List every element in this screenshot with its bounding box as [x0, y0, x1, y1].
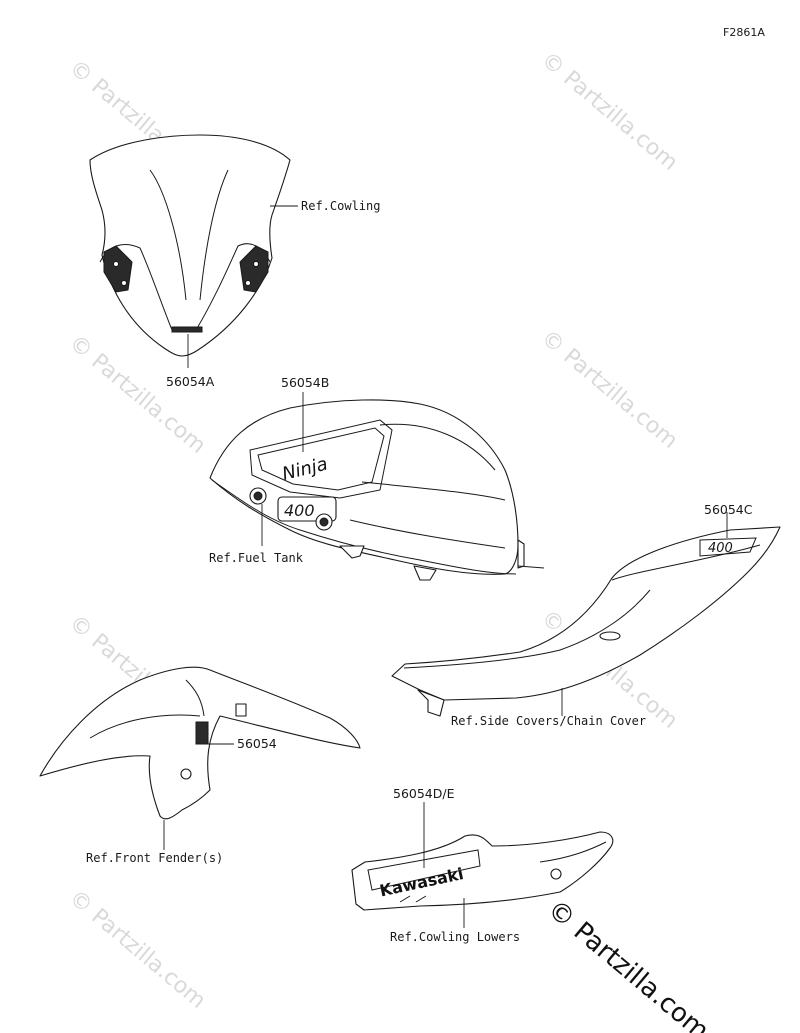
tail-logo-text: 400	[708, 541, 733, 556]
callout-ref-front-fender: Ref.Front Fender(s)	[86, 851, 223, 865]
callout-ref-fuel-tank: Ref.Fuel Tank	[209, 551, 304, 565]
tank-number-text: 400	[284, 501, 315, 520]
tail-cover-drawing: 400	[391, 526, 781, 717]
callout-ref-side-covers: Ref.Side Covers/Chain Cover	[451, 714, 646, 728]
callout-56054c: 56054C	[704, 502, 753, 517]
callout-56054de: 56054D/E	[393, 786, 455, 801]
watermark-4: © Partzilla.com	[536, 325, 682, 453]
callout-ref-cowling-lowers: Ref.Cowling Lowers	[390, 930, 520, 944]
brand-watermark: © Partzilla.com	[542, 894, 715, 1033]
cowling-lower-drawing: Kawasaki	[351, 831, 614, 911]
windscreen-drawing	[89, 134, 291, 357]
callout-56054: 56054	[237, 736, 277, 751]
callout-56054a: 56054A	[166, 374, 215, 389]
callout-56054b: 56054B	[281, 375, 329, 390]
front-fender-drawing	[39, 666, 361, 820]
figure-code: F2861A	[723, 26, 765, 39]
watermark-2: © Partzilla.com	[536, 47, 682, 175]
watermark-7: © Partzilla.com	[64, 885, 210, 1013]
callout-ref-cowling: Ref.Cowling	[301, 199, 380, 213]
fuel-tank-drawing: Ninja 400	[209, 399, 545, 581]
